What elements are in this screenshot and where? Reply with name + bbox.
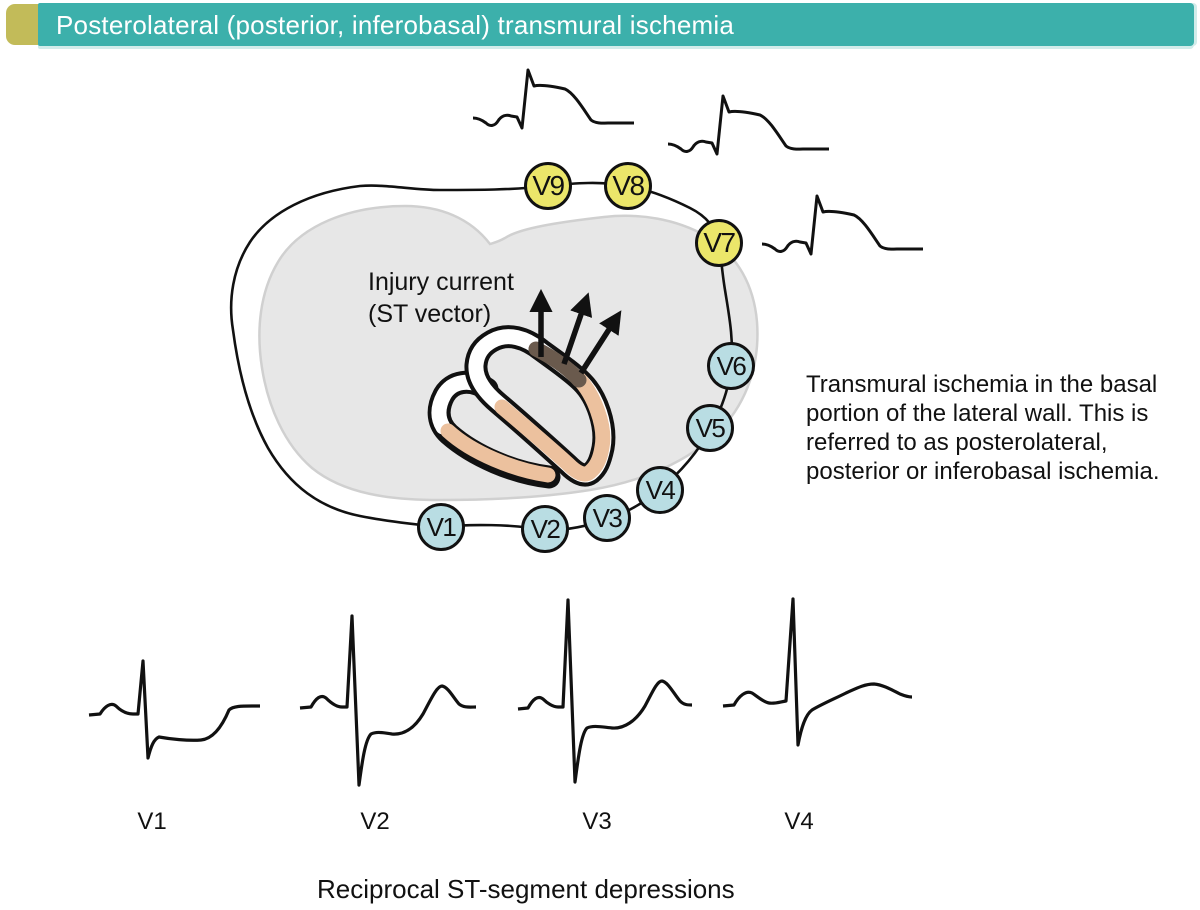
- reciprocal-caption: Reciprocal ST-segment depressions: [317, 874, 735, 904]
- body-section-shape: [258, 204, 759, 502]
- ecg-strip-v7: [760, 194, 925, 256]
- lead-label-v4: V4: [784, 808, 814, 835]
- injury-current-label-line1: Injury current: [368, 268, 514, 296]
- electrode-v5-label: V5: [695, 412, 726, 443]
- lead-label-v3: V3: [582, 808, 612, 835]
- lv-inferolateral-wall-injured: [494, 371, 611, 482]
- header-bar: Posterolateral (posterior, inferobasal) …: [38, 3, 1194, 46]
- rv-inferior-wall-injured: [440, 423, 556, 483]
- ecg-strip-lead-v1: [88, 659, 260, 760]
- lead-label-v2: V2: [360, 808, 390, 835]
- electrode-v2: V2: [521, 505, 569, 553]
- electrode-v3-label: V3: [592, 502, 623, 533]
- st-vector-arrows: [529, 288, 622, 375]
- electrode-v9: V9: [524, 162, 572, 210]
- ecg-strip-lead-v3: [517, 598, 693, 784]
- electrode-v1-label: V1: [426, 511, 457, 542]
- electrode-v2-label: V2: [530, 513, 561, 544]
- ecg-strip-lead-v4: [722, 597, 913, 747]
- electrode-v8-label: V8: [612, 170, 645, 201]
- injury-current-label: Injury current (ST vector): [368, 266, 514, 330]
- electrode-v7: V7: [695, 219, 743, 267]
- ecg-strip-v9: [471, 68, 636, 130]
- header-accent-tab: [6, 4, 40, 45]
- electrode-v3: V3: [583, 494, 631, 542]
- description-text: Transmural ischemia in the basal portion…: [806, 370, 1160, 486]
- ecg-strip-v8: [666, 94, 831, 156]
- st-vector-arrow-3: [578, 310, 622, 375]
- electrode-v9-label: V9: [532, 170, 565, 201]
- st-depression-strips: [88, 597, 913, 787]
- electrode-v7-label: V7: [703, 227, 736, 258]
- electrode-v5: V5: [686, 404, 734, 452]
- description-line-1: Transmural ischemia in the basal: [806, 371, 1158, 398]
- electrode-v4-label: V4: [645, 474, 676, 505]
- figure-title: Posterolateral (posterior, inferobasal) …: [56, 10, 734, 40]
- injury-current-label-line2: (ST vector): [368, 300, 492, 328]
- lead-label-v1: V1: [137, 808, 167, 835]
- ecg-strip-lead-v2: [299, 614, 477, 787]
- st-vector-arrow-2: [561, 292, 593, 365]
- description-line-2: portion of the lateral wall. This is: [806, 400, 1149, 427]
- electrode-v4: V4: [636, 466, 684, 514]
- electrode-v6: V6: [707, 342, 755, 390]
- electrode-v1: V1: [417, 503, 465, 551]
- description-line-3: referred to as posterolateral,: [806, 429, 1108, 456]
- electrode-v8: V8: [604, 162, 652, 210]
- description-line-4: posterior or inferobasal ischemia.: [806, 458, 1160, 485]
- electrode-v6-label: V6: [716, 350, 747, 381]
